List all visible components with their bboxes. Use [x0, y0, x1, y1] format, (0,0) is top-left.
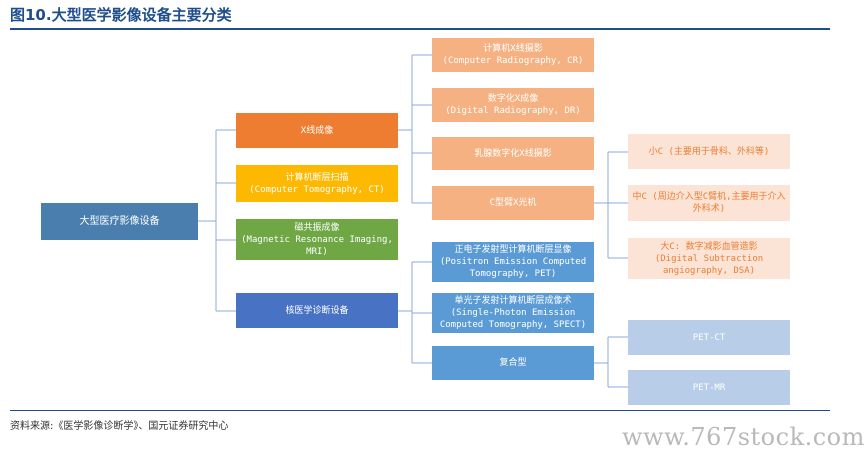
- petct-node-label: PET-CT: [692, 332, 726, 343]
- pet-node-line2: (Positron Emission Computed Tomography, …: [439, 257, 587, 279]
- small-c-node: 小C (主要用于骨科、外科等): [628, 134, 790, 169]
- spect-node-line1: 单光子发射计算机断层成像术: [454, 296, 572, 306]
- mid-c-node-label: 中C (周边介入型C臂机,主要用于介入外科术): [632, 192, 786, 214]
- dr-node-line2: (Digital Radiography, DR): [445, 106, 581, 116]
- mri-node-line2: (Magnetic Resonance Imaging, MRI): [241, 234, 393, 257]
- ct-node: 计算机断层扫描 (Computer Tomography, CT): [236, 165, 398, 202]
- petmr-node: PET-MR: [628, 370, 790, 405]
- hybrid-node: 复合型: [432, 346, 594, 380]
- xray-node-label: X线成像: [300, 125, 334, 136]
- footer-divider: [10, 410, 830, 411]
- carm-node-label: C型臂X光机: [489, 198, 537, 208]
- cr-node-line1: 计算机X线摄影: [483, 44, 543, 54]
- source-note: 资料来源:《医学影像诊断学》、国元证券研究中心: [10, 421, 229, 432]
- petmr-node-label: PET-MR: [692, 382, 726, 393]
- mri-node: 磁共振成像 (Magnetic Resonance Imaging, MRI): [236, 219, 398, 260]
- spect-node: 单光子发射计算机断层成像术 (Single-Photon Emission Co…: [432, 293, 594, 333]
- dr-node-line1: 数字化X成像: [487, 94, 539, 104]
- large-c-node-line1: 大C: 数字减影血管造影: [660, 241, 758, 252]
- nuclear-node: 核医学诊断设备: [236, 293, 398, 328]
- cr-node: 计算机X线摄影 (Computer Radiography, CR): [432, 38, 594, 72]
- small-c-node-label: 小C (主要用于骨科、外科等): [648, 146, 770, 157]
- ct-node-line2: (Computer Tomography, CT): [249, 184, 385, 195]
- dr-node: 数字化X成像 (Digital Radiography, DR): [432, 88, 594, 122]
- mammo-node: 乳腺数字化X线摄影: [432, 137, 594, 170]
- pet-node-line1: 正电子发射型计算机断层显像: [454, 245, 572, 255]
- mid-c-node: 中C (周边介入型C臂机,主要用于介入外科术): [628, 185, 790, 221]
- carm-node: C型臂X光机: [432, 186, 594, 220]
- ct-node-line1: 计算机断层扫描: [285, 172, 349, 183]
- large-c-node: 大C: 数字减影血管造影 (Digital Subtraction angiog…: [628, 238, 790, 279]
- cr-node-line2: (Computer Radiography, CR): [442, 56, 584, 66]
- hybrid-node-label: 复合型: [499, 358, 527, 368]
- root-node: 大型医疗影像设备: [41, 203, 198, 240]
- root-node-label: 大型医疗影像设备: [79, 215, 160, 227]
- pet-node: 正电子发射型计算机断层显像 (Positron Emission Compute…: [432, 242, 594, 282]
- page-title: 图10.大型医学影像设备主要分类: [10, 6, 232, 24]
- large-c-node-line2: (Digital Subtraction angiography, DSA): [654, 253, 764, 276]
- nuclear-node-label: 核医学诊断设备: [285, 305, 349, 316]
- mri-node-line1: 磁共振成像: [294, 222, 340, 233]
- connector-lines: [198, 54, 628, 388]
- mammo-node-label: 乳腺数字化X线摄影: [474, 148, 552, 159]
- xray-node: X线成像: [236, 113, 398, 148]
- watermark: www.767stock.com: [622, 423, 865, 451]
- spect-node-line2: (Single-Photon Emission Computed Tomogra…: [439, 308, 587, 330]
- title-divider: [10, 28, 830, 30]
- petct-node: PET-CT: [628, 320, 790, 355]
